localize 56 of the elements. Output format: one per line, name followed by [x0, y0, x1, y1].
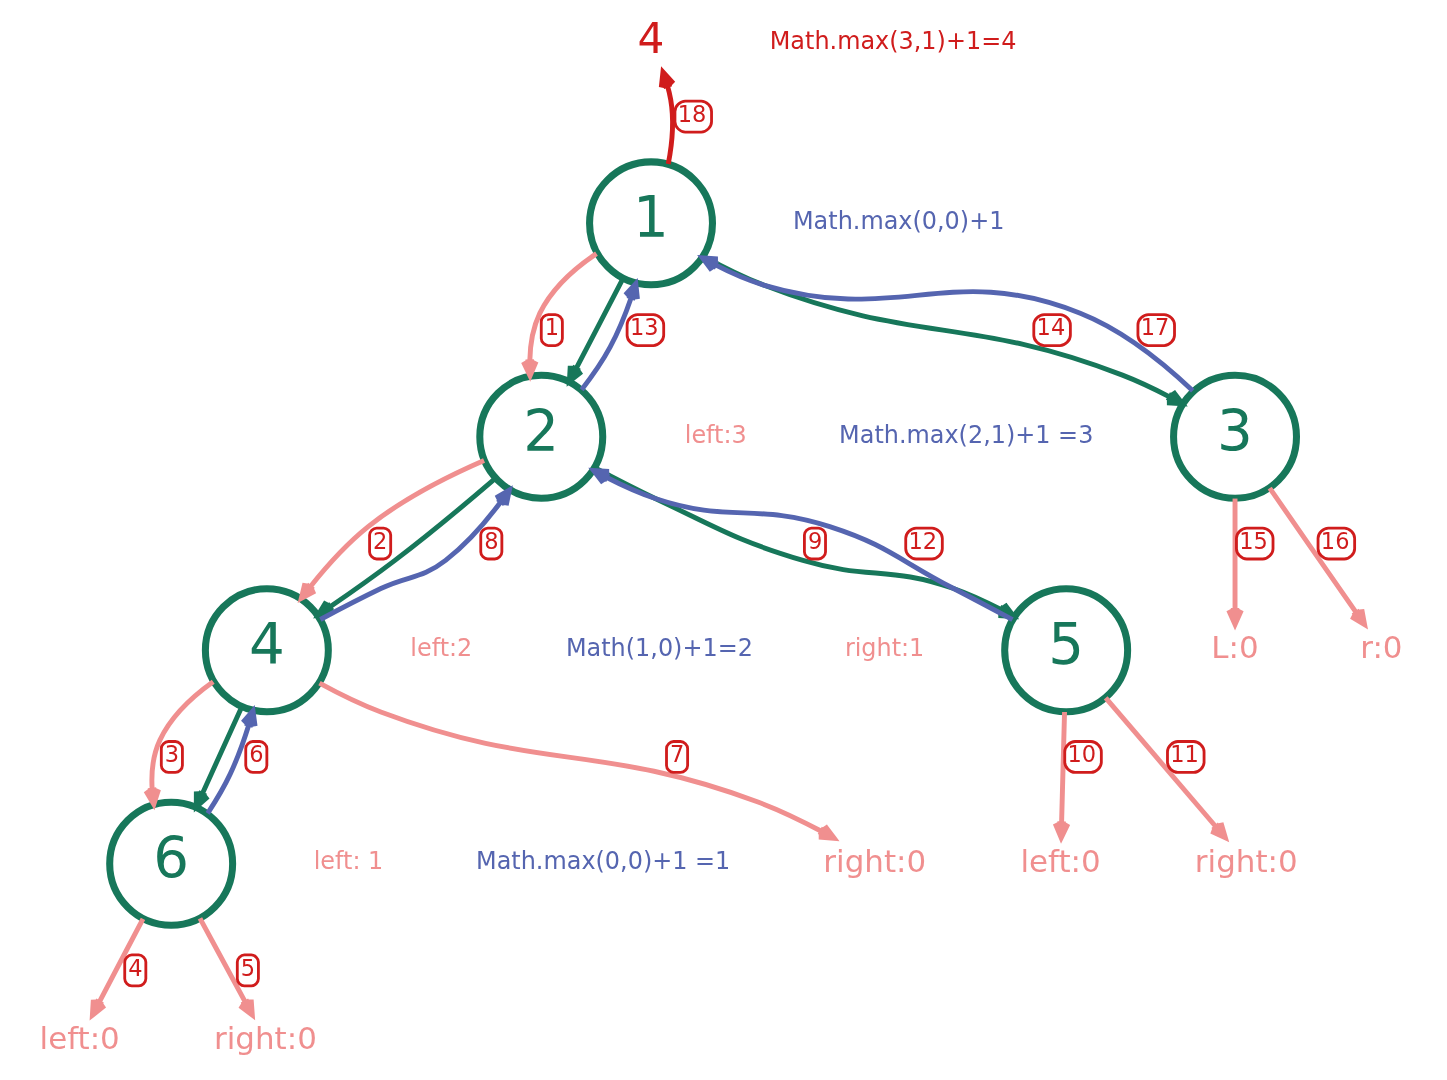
arrow [1052, 711, 1071, 841]
edge-label: 17 [1140, 314, 1170, 341]
node-circle: 1 [586, 158, 716, 289]
node-text: right:0 [214, 1019, 317, 1056]
edge-label: 8 [484, 527, 499, 554]
edge-label: 10 [1067, 741, 1097, 768]
node-text: L:0 [1211, 629, 1259, 666]
label: Math.max(2,1)+1 =3 [839, 420, 1094, 449]
edge-label: 15 [1239, 527, 1268, 554]
edge-label: 18 [677, 100, 707, 127]
edge-label: 7 [670, 741, 685, 768]
arrow [193, 705, 244, 810]
arrow [566, 277, 626, 384]
node-text: left:0 [39, 1019, 120, 1056]
edge-label: 13 [629, 314, 659, 341]
arrow [205, 708, 258, 815]
node-text: 4 [637, 14, 665, 64]
node-circle: 6 [106, 798, 237, 929]
edge-label: 14 [1036, 314, 1066, 341]
arrow [89, 917, 146, 1018]
arrow [318, 680, 837, 841]
arrow [197, 917, 255, 1018]
node-circle: 3 [1170, 371, 1300, 502]
label: left: 1 [313, 847, 384, 876]
label: Math.max(0,0)+1 [793, 207, 1005, 236]
arrow [658, 69, 676, 165]
arrow [520, 251, 598, 379]
label: right:1 [844, 634, 925, 663]
edge-label: 5 [240, 954, 256, 981]
node-circle: 5 [1001, 585, 1132, 716]
arrow [579, 281, 640, 392]
edge-label: 2 [373, 527, 388, 554]
edge-label: 6 [249, 741, 264, 768]
edge-label: 11 [1170, 741, 1199, 768]
label: left:2 [410, 634, 473, 663]
label: Math.max(0,0)+1 =1 [476, 847, 731, 876]
node-text: right:0 [823, 842, 927, 879]
edge-label: 4 [128, 954, 143, 981]
edge-label: 16 [1320, 527, 1350, 554]
edge-label: 1 [544, 314, 560, 341]
label: Math.max(3,1)+1=4 [769, 26, 1017, 55]
arrow [319, 487, 512, 622]
label: Math(1,0)+1=2 [565, 634, 753, 663]
node-text: right:0 [1194, 842, 1298, 879]
arrow [1267, 486, 1368, 628]
node-circle: 4 [201, 585, 332, 716]
arrow [143, 679, 215, 807]
arrow [298, 458, 486, 601]
edge-label: 12 [908, 527, 938, 554]
edge-label: 3 [164, 741, 180, 768]
label: left:3 [684, 420, 747, 449]
arrow [1103, 696, 1228, 841]
node-text: left:0 [1020, 842, 1101, 879]
edge-label: 9 [807, 527, 823, 554]
node-text: r:0 [1360, 629, 1403, 666]
node-circle: 2 [476, 371, 607, 502]
